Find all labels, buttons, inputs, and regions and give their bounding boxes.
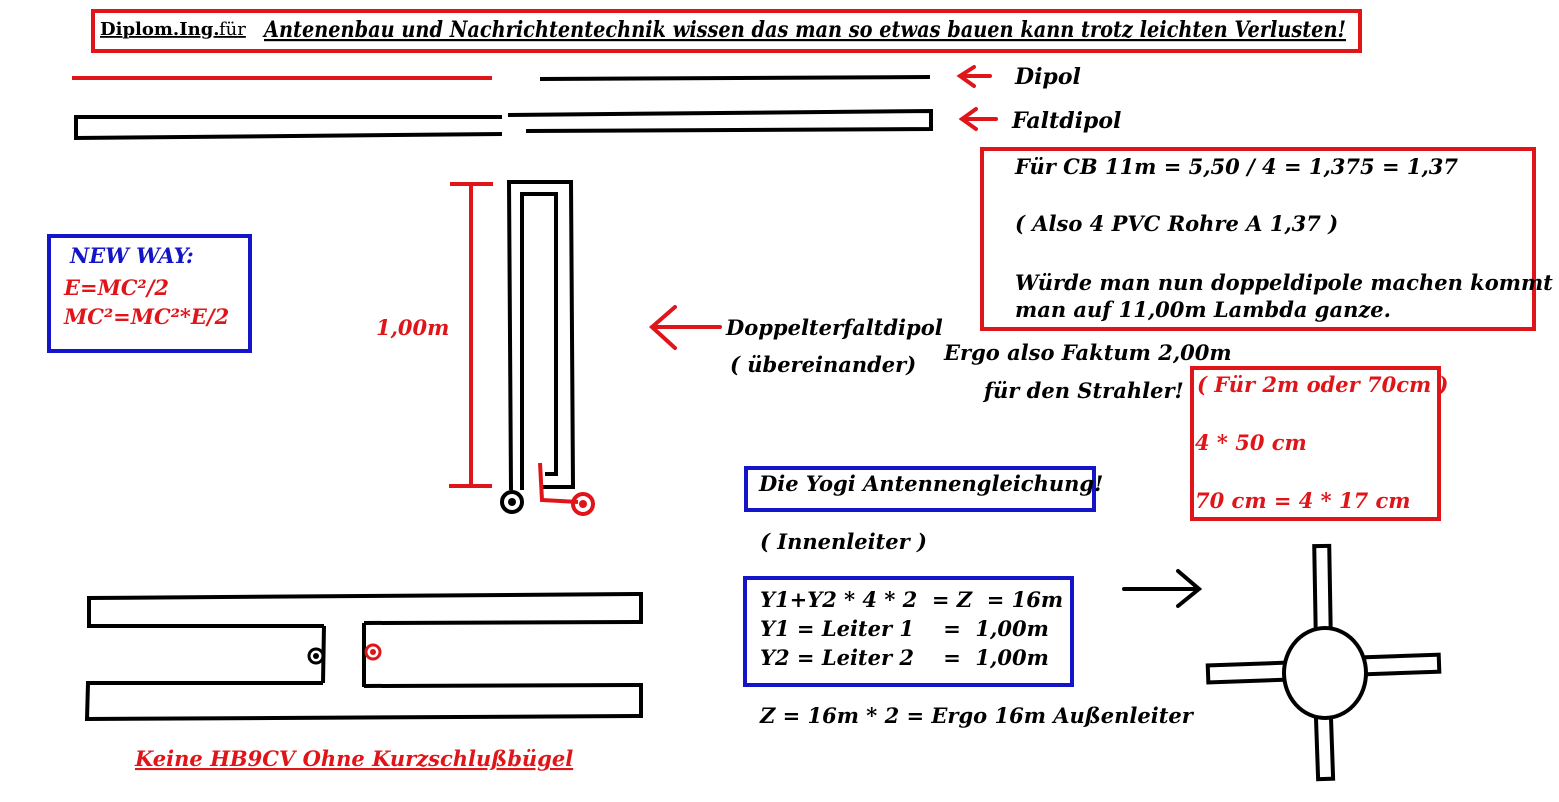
label-doppel-line2: ( übereinander) (730, 352, 916, 377)
feed-wire-red (538, 462, 579, 504)
faltdipol-right-loop (507, 108, 933, 133)
header-prefix-b: für (219, 19, 246, 40)
faltdipol-left-loop (74, 115, 503, 141)
dipol-black-arm (539, 75, 931, 81)
hb9cv-upper-element (87, 591, 643, 628)
hb9cv-lower-element (84, 681, 643, 722)
vhf-box-frame (1190, 366, 1441, 521)
formula-box-line2: Y1 = Leiter 1 = 1,00m (760, 616, 1049, 641)
yogi-box-frame (744, 466, 1096, 512)
header-prefix-a: Diplom.Ing. (100, 19, 220, 40)
label-faltdipol: Faltdipol (1011, 108, 1121, 134)
cross-arm-bottom (1313, 713, 1336, 782)
label-innenleiter: ( Innenleiter ) (760, 529, 927, 554)
feed-point-black-inner (508, 498, 516, 506)
cb-box-line4: man auf 11,00m Lambda ganze. (1015, 297, 1391, 322)
cb-box-line2: ( Also 4 PVC Rohre A 1,37 ) (1015, 211, 1338, 236)
cb-box-line3: Würde man nun doppeldipole machen kommt (1015, 270, 1553, 295)
vhf-box-line1: ( Für 2m oder 70cm ) (1197, 372, 1448, 397)
cb-box-line1: Für CB 11m = 5,50 / 4 = 1,375 = 1,37 (1014, 154, 1458, 179)
new-way-frame (47, 234, 252, 353)
arrow-to-cross-icon (1122, 569, 1203, 608)
label-aussenleiter: Z = 16m * 2 = Ergo 16m Außenleiter (759, 703, 1195, 728)
vhf-box-line3: 70 cm = 4 * 17 cm (1195, 488, 1411, 513)
arrow-to-faltdipol-icon (958, 107, 998, 131)
feed-point-black-icon (500, 490, 524, 514)
yogi-box-title: Die Yogi Antennengleichung! (758, 471, 1103, 496)
vhf-box-line2: 4 * 50 cm (1195, 430, 1307, 455)
hb9cv-feed-black-icon (307, 647, 325, 665)
dimension-label: 1,00m (376, 315, 449, 340)
label-hb9cv: Keine HB9CV Ohne Kurzschlußbügel (134, 746, 573, 771)
cross-arm-left (1205, 660, 1291, 685)
hb9cv-feed-red-icon (364, 643, 382, 661)
label-doppel-line1: Doppelterfaltdipol (725, 315, 943, 340)
formula-box-line1: Y1+Y2 * 4 * 2 = Z = 16m (760, 587, 1063, 612)
new-way-title: NEW WAY: (69, 243, 194, 268)
arrow-to-dipol-icon (956, 65, 992, 88)
cb-box-frame (980, 147, 1536, 331)
new-way-eq1: E=MC²/2 (63, 275, 169, 300)
label-ergo-line1: Ergo also Faktum 2,00m (943, 340, 1232, 365)
feed-point-red-icon (571, 492, 595, 516)
header-frame (91, 9, 1362, 53)
doppelterfaltdipol-inner (520, 192, 558, 490)
hb9cv-feed-black-inner (313, 653, 319, 659)
header-main: Antenenbau und Nachrichtentechnik wissen… (262, 17, 1346, 43)
new-way-eq2: MC²=MC²*E/2 (63, 304, 229, 329)
formula-box-frame (743, 576, 1074, 687)
cross-arm-top (1312, 543, 1333, 637)
hb9cv-feed-red-inner (370, 649, 376, 655)
label-ergo-line2: für den Strahler! (982, 378, 1184, 403)
cross-hub-icon (1282, 626, 1368, 720)
label-dipol: Dipol (1014, 64, 1081, 90)
doppelterfaltdipol-outer (506, 180, 576, 491)
feed-point-red-inner (579, 500, 587, 508)
cross-arm-right (1361, 652, 1442, 677)
arrow-to-doppel-icon (648, 305, 722, 350)
formula-box-line3: Y2 = Leiter 2 = 1,00m (760, 645, 1049, 670)
